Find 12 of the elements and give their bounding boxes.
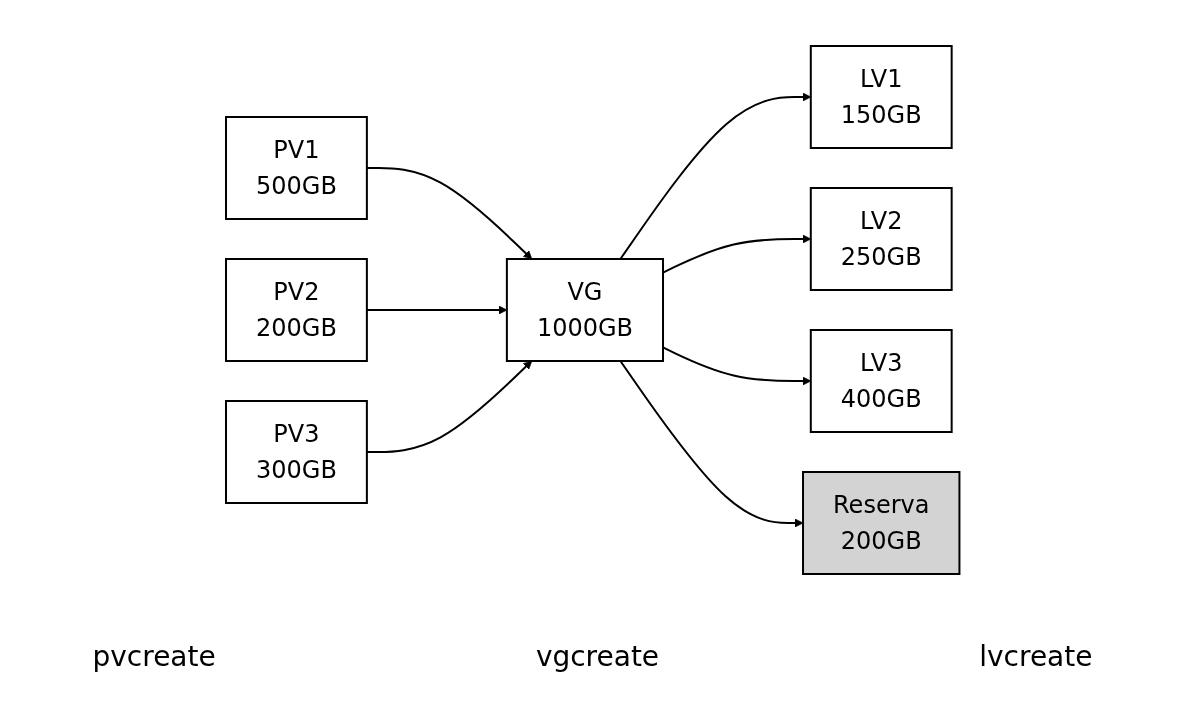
- stage-label: lvcreate: [979, 640, 1093, 673]
- stage-label: vgcreate: [535, 640, 660, 673]
- node-box: Reserva 200GB: [801, 471, 961, 575]
- stage-label: pvcreate: [92, 640, 216, 673]
- node-box: VG 1000GB: [505, 258, 664, 362]
- node-box: LV2 250GB: [809, 187, 953, 291]
- node-box: PV3 300GB: [224, 400, 368, 504]
- node-box: PV2 200GB: [224, 258, 368, 362]
- node-box: LV1 150GB: [809, 45, 953, 149]
- node-box: LV3 400GB: [809, 329, 953, 433]
- arrow: [619, 92, 811, 260]
- node-box: PV1 500GB: [224, 116, 368, 220]
